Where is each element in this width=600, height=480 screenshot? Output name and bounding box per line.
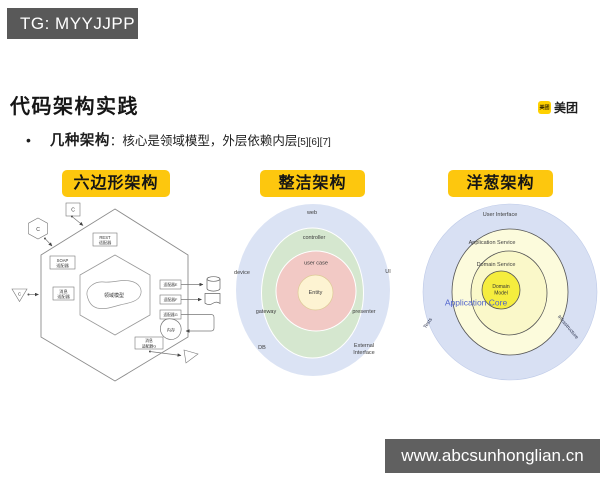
onion-core-circle — [481, 270, 521, 310]
clean-label-presenter: presenter — [352, 309, 375, 315]
clean-label-device: device — [234, 270, 250, 276]
message-adapter-g-label-1: 消息 — [145, 338, 153, 343]
meituan-logo-icon: 美团 — [538, 101, 551, 114]
telegram-watermark-badge: TG: MYYJJPP — [7, 8, 138, 39]
client-triangle-c-label: C — [18, 292, 21, 297]
client-hexagon-c-label: C — [36, 227, 40, 233]
slide-title: 代码架构实践 — [10, 96, 139, 118]
message-adapter-g-label-2: 适配器G — [142, 343, 156, 348]
message-adapter-g-box: 消息 适配器G — [134, 336, 164, 350]
message-adapter-box: 消息 适配器 — [52, 286, 75, 301]
clean-label-use-case: user case — [304, 261, 328, 267]
bullet-references: [5][6][7] — [297, 137, 331, 148]
section-header-onion: 洋葱架构 — [448, 170, 553, 197]
clean-label-entity: Entity — [309, 290, 323, 296]
message-adapter-label-1: 消息 — [59, 288, 67, 295]
memory-label: 内存 — [167, 327, 175, 334]
client-box-c-label: C — [71, 208, 75, 214]
clean-core-circle — [297, 274, 334, 311]
clean-label-gateway: gateway — [256, 309, 277, 315]
hexagonal-architecture-diagram: 领域模型 C C C REST 适配器 SOAP 适配器 — [11, 202, 221, 382]
adapter-f-label: 适配器F — [164, 297, 178, 302]
adapter-e-box: 适配器E — [159, 279, 204, 290]
clean-label-external-1: External — [354, 343, 374, 349]
section-header-clean: 整洁架构 — [260, 170, 365, 197]
rest-adapter-label-2: 适配器 — [99, 239, 112, 246]
bullet-description: 核心是领域模型，外层依赖内层 — [122, 134, 298, 148]
adapter-f-box: 适配器F — [159, 294, 202, 305]
onion-label-tests: Tests — [422, 317, 434, 330]
section-header-hexagonal: 六边形架构 — [62, 170, 170, 197]
clean-architecture-diagram: web controller user case Entity device U… — [234, 204, 391, 376]
clean-label-db: DB — [258, 345, 266, 351]
bullet-marker: • — [26, 132, 31, 148]
output-triangle — [149, 349, 199, 364]
clean-label-external-2: Interface — [353, 350, 374, 356]
onion-label-domain-model-1: Domain — [492, 284, 509, 290]
clean-label-controller: controller — [303, 235, 326, 241]
onion-architecture-diagram: User Interface Application Service Domai… — [422, 203, 598, 381]
soap-adapter-label-2: 适配器 — [56, 262, 69, 269]
onion-label-application-service: Application Service — [469, 240, 516, 246]
clean-label-ui: UI — [385, 269, 391, 275]
bullet-term: 几种架构 — [49, 133, 110, 149]
client-hexagon-c: C — [28, 217, 53, 247]
adapter-e-label: 适配器E — [164, 282, 178, 287]
clean-label-web: web — [306, 210, 317, 216]
database-cylinder-icon — [206, 276, 221, 292]
message-adapter-label-2: 适配器 — [57, 293, 70, 300]
domain-model-blob — [86, 280, 142, 310]
bullet-separator: ： — [109, 134, 123, 148]
onion-label-application-core: Application Core — [445, 298, 508, 308]
website-watermark-bar: www.abcsunhonglian.cn — [385, 439, 600, 473]
meituan-logo: 美团 美团 — [538, 99, 578, 116]
bullet-line: • 几种架构 ： 核心是领域模型，外层依赖内层 [5][6][7] — [26, 129, 331, 150]
soap-adapter-label-1: SOAP — [57, 258, 69, 263]
memory-blob: 内存 — [160, 318, 182, 340]
meituan-wordmark: 美团 — [554, 101, 579, 115]
outer-hexagon — [40, 208, 189, 382]
onion-label-user-interface: User Interface — [483, 212, 518, 218]
onion-label-domain-service: Domain Service — [477, 262, 516, 268]
rest-adapter-label-1: REST — [99, 235, 111, 240]
document-icon — [204, 293, 221, 305]
soap-adapter-box: SOAP 适配器 — [49, 255, 76, 270]
domain-model-label: 领域模型 — [104, 292, 124, 299]
client-triangle-c: C — [11, 288, 39, 303]
onion-label-domain-model-2: Model — [494, 291, 508, 297]
rest-adapter-box: REST 适配器 — [92, 232, 118, 247]
client-box-c: C — [65, 202, 84, 226]
adapter-g-label: 适配器G — [163, 312, 177, 317]
